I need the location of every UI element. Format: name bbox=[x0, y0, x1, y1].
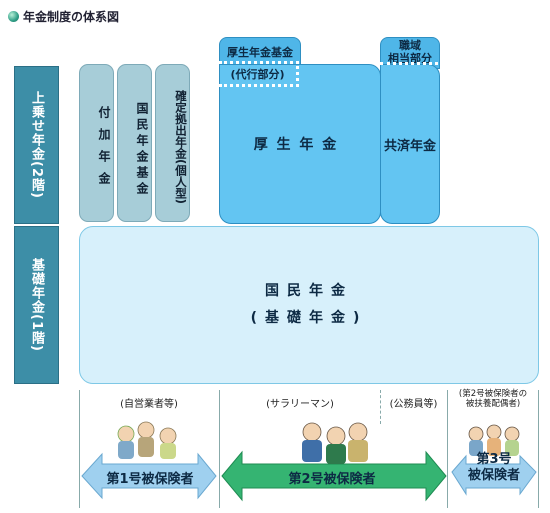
separator-2-dashed bbox=[380, 390, 381, 424]
insured-arrows bbox=[81, 421, 537, 502]
pillar-kakutei-kyoshutsu: 確定拠出年金(個人型) bbox=[155, 64, 190, 222]
separator-3 bbox=[447, 390, 448, 508]
arrow-no1 bbox=[81, 452, 217, 500]
label-no3-line2: 被保険者 bbox=[467, 467, 520, 483]
kokumin-nenkin-label: 国民年金 bbox=[265, 283, 353, 300]
arrow-no3 bbox=[451, 454, 537, 496]
people-group-1 bbox=[117, 421, 177, 459]
category-hihuyo: (第2号被保険者の 被扶養配偶者) bbox=[458, 389, 528, 409]
side-label-lower: 基礎年金(1階) bbox=[14, 226, 59, 384]
kosei-nenkin-label: 厚 生 年 金 bbox=[253, 137, 339, 153]
pillar-fuka-nenkin: 付加年金 bbox=[79, 64, 114, 222]
category-jieigyo: (自営業者等) bbox=[120, 399, 178, 410]
kyosai-nenkin-label: 共済年金 bbox=[383, 138, 436, 154]
diagram-title: 年金制度の体系図 bbox=[23, 10, 120, 24]
label-no2-insured: 第2号被保険者 bbox=[288, 472, 376, 487]
shokuiki-divider bbox=[380, 62, 438, 65]
title-row: 年金制度の体系図 bbox=[8, 8, 119, 25]
side-label-upper: 上乗せ年金(2階) bbox=[14, 66, 59, 224]
separator-left bbox=[79, 390, 80, 508]
globe-icon bbox=[8, 11, 19, 22]
label-no3-insured: 第3号 被保険者 bbox=[460, 452, 528, 483]
kosei-nenkin-box: 厚 生 年 金 bbox=[219, 64, 381, 224]
kokumin-nenkin-box: 国民年金 (基礎年金) bbox=[79, 226, 539, 384]
separator-1 bbox=[219, 390, 220, 508]
arrow-no2 bbox=[221, 450, 447, 502]
dairi-bubun-label: (代行部分) bbox=[230, 68, 285, 81]
dairi-bubun-area: (代行部分) bbox=[219, 61, 299, 87]
pillar-kokumin-nenkin-kikin: 国民年金基金 bbox=[117, 64, 152, 222]
separator-right bbox=[538, 390, 539, 508]
kyosai-nenkin-box: 共済年金 bbox=[380, 64, 440, 224]
label-no1-insured: 第1号被保険者 bbox=[106, 472, 194, 487]
kihon-nenkin-label: (基礎年金) bbox=[250, 310, 368, 326]
category-komuin: (公務員等) bbox=[389, 399, 438, 410]
category-salaryman: (サラリーマン) bbox=[266, 399, 334, 410]
people-group-3 bbox=[468, 424, 520, 456]
label-no3-line1: 第3号 bbox=[476, 452, 512, 467]
people-group-2 bbox=[302, 422, 368, 464]
